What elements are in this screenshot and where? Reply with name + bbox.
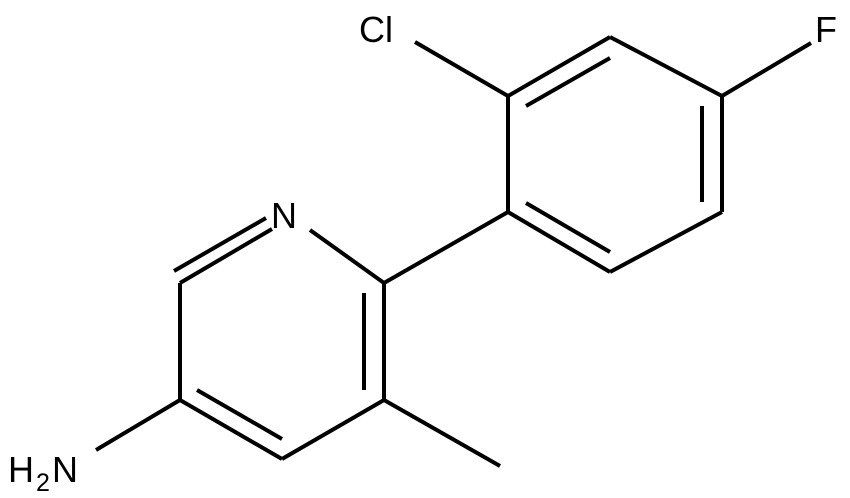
bond-c2-n1: [308, 228, 386, 285]
bond-p6-p1-inner: [524, 201, 612, 254]
bond-c4-c3: [280, 398, 386, 461]
bond-methyl: [383, 398, 501, 468]
bond-p2-p3: [506, 35, 612, 98]
bond-p6-p1: [506, 210, 612, 274]
amine-group-label: H 2 N: [8, 449, 78, 497]
bond-c5-c4: [178, 398, 284, 461]
bond-c5-c4-inner: [196, 388, 283, 441]
bond-p2-p3-inner: [525, 56, 611, 108]
bond-p3-p4: [609, 35, 723, 98]
bond-p5-p6: [609, 210, 723, 274]
phenyl-ring: [506, 35, 724, 274]
bond-biaryl: [383, 210, 509, 285]
amine-nitrogen-label: N: [52, 449, 78, 490]
bond-chloro: [413, 40, 510, 98]
chlorine-label: Cl: [359, 9, 393, 50]
bond-n1-c6-inner: [173, 216, 267, 273]
pyridine-nitrogen-label: N: [271, 195, 297, 236]
bond-fluoro: [720, 41, 813, 98]
bond-n1-c6: [178, 227, 274, 285]
amine-hydrogen-label: H: [8, 449, 34, 490]
fluorine-label: F: [815, 9, 837, 50]
bond-amine: [94, 398, 182, 452]
pyridine-ring: [173, 216, 386, 461]
amine-hydrogen-count: 2: [36, 469, 50, 497]
